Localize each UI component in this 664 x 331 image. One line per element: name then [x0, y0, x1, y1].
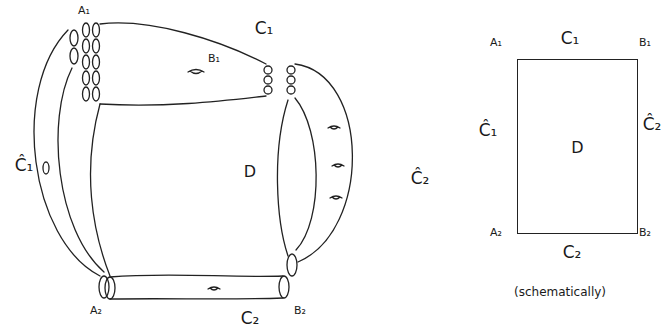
c-hat-2-surface [287, 64, 352, 276]
corner-label: B₂ [639, 227, 651, 238]
corner-label: A₂ [90, 305, 102, 316]
c1-surface [100, 23, 272, 105]
surface-label: Ĉ₂ [411, 170, 430, 187]
corner-label: B₁ [639, 37, 651, 48]
region-label: D [244, 164, 256, 180]
corner-label: B₁ [208, 53, 220, 64]
caption-note: (schematically) [514, 286, 606, 298]
corner-label: A₂ [490, 227, 502, 238]
side-label: C₁ [561, 30, 580, 47]
d-region [91, 100, 288, 276]
corner-label: A₁ [490, 37, 502, 48]
surface-label: C₂ [241, 310, 260, 327]
boundary-circles [70, 23, 100, 101]
surface-label: C₁ [255, 20, 274, 37]
schematic-square: D [517, 59, 638, 234]
c-hat-1-surface [34, 30, 109, 298]
side-label: C₂ [563, 244, 582, 261]
side-label: Ĉ₂ [643, 116, 662, 133]
surface-label: Ĉ₁ [15, 157, 34, 174]
c2-surface [105, 275, 289, 299]
region-label: D [571, 137, 583, 156]
side-label: Ĉ₁ [479, 122, 498, 139]
corner-label: A₁ [78, 5, 90, 16]
corner-label: B₂ [294, 305, 306, 316]
